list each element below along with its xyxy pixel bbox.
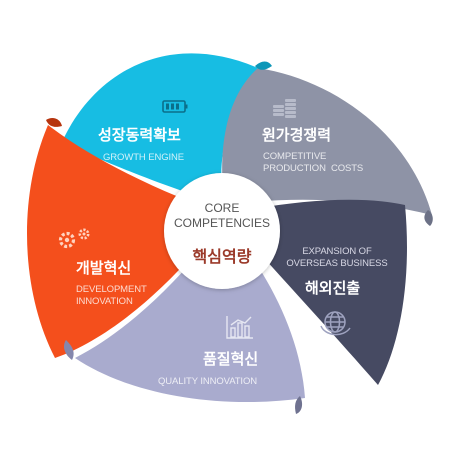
- bar-chart-icon: [226, 316, 253, 339]
- development-title: 개발혁신: [76, 259, 132, 277]
- quality-subtitle-line1: QUALITY INNOVATION: [158, 376, 258, 387]
- center-circle: [164, 173, 280, 289]
- overseas-subtitle: EXPANSION OF OVERSEAS BUSINESS: [282, 246, 392, 270]
- center-title-en: CORE COMPETENCIES: [162, 201, 282, 231]
- cost-title: 원가경쟁력: [262, 126, 332, 144]
- curl-development: [46, 118, 62, 127]
- globe-icon: [320, 311, 351, 336]
- overseas-subtitle-line2: OVERSEAS BUSINESS: [286, 258, 388, 269]
- segment-cost: [222, 68, 432, 215]
- development-subtitle-line2: INNOVATION: [76, 296, 133, 307]
- development-subtitle-line1: DEVELOPMENT: [76, 284, 147, 295]
- coin-stack-icon: [273, 99, 296, 118]
- gears-icon: [58, 228, 90, 249]
- growth-title: 성장동력확보: [98, 126, 181, 144]
- segment-development: [27, 125, 225, 358]
- battery-icon: [162, 100, 188, 113]
- center-title-en-line1: CORE: [204, 201, 240, 215]
- curl-cost: [424, 210, 433, 226]
- overseas-title: 해외진출: [305, 279, 361, 297]
- center-title-en-line2: COMPETENCIES: [173, 216, 270, 230]
- growth-subtitle-line1: GROWTH ENGINE: [103, 152, 185, 163]
- cost-subtitle: COMPETITIVE PRODUCTION COSTS: [263, 151, 363, 175]
- curl-quality: [64, 340, 74, 360]
- overseas-subtitle-line1: EXPANSION OF: [302, 246, 372, 257]
- center-title-kr: 핵심역량: [192, 247, 252, 266]
- curl-overseas: [295, 396, 303, 414]
- development-subtitle: DEVELOPMENT INNOVATION: [76, 284, 147, 308]
- cost-subtitle-line2: PRODUCTION COSTS: [263, 163, 364, 174]
- growth-subtitle: GROWTH ENGINE: [103, 152, 184, 164]
- curl-growth: [255, 61, 272, 70]
- segment-growth: [62, 53, 258, 205]
- quality-subtitle: QUALITY INNOVATION: [158, 376, 257, 388]
- cost-subtitle-line1: COMPETITIVE: [263, 151, 327, 162]
- quality-title: 품질혁신: [203, 350, 259, 368]
